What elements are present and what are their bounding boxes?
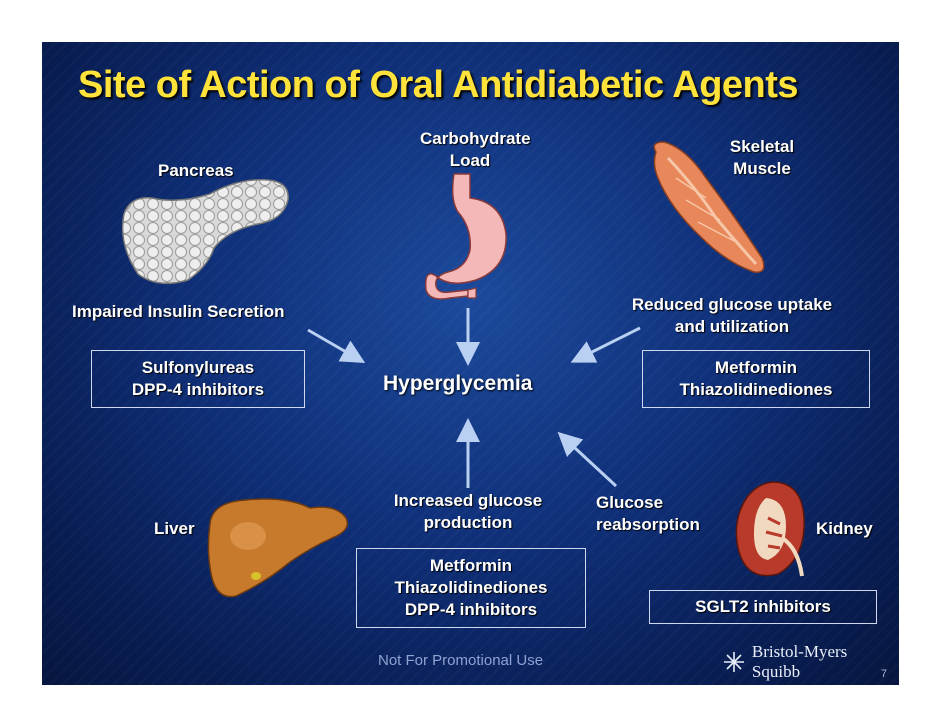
stomach-label-line-1: Carbohydrate — [420, 129, 531, 148]
stomach-image — [424, 173, 507, 300]
company-logo: Bristol-Myers Squibb — [722, 642, 899, 682]
slide-title: Site of Action of Oral Antidiabetic Agen… — [78, 64, 799, 106]
footer-disclaimer: Not For Promotional Use — [378, 652, 544, 669]
muscle-drug-1: Metformin — [714, 358, 798, 377]
company-name: Bristol-Myers Squibb — [751, 642, 848, 681]
liver-drug-box: Metformin Thiazolidinediones DPP-4 inhib… — [356, 548, 586, 628]
arrow-kidney — [557, 431, 618, 488]
kidney-defect-line-1: Glucose — [596, 493, 664, 512]
muscle-drug-2: Thiazolidinediones — [679, 380, 833, 399]
muscle-drug-box: Metformin Thiazolidinediones — [642, 350, 870, 408]
page-number: 7 — [880, 668, 887, 680]
liver-label: Liver — [154, 519, 195, 538]
muscle-defect: Reduced glucose uptake and utilization — [620, 294, 844, 338]
muscle-label-line-2: Muscle — [733, 159, 791, 178]
muscle-image — [653, 141, 765, 273]
liver-defect-line-2: production — [423, 513, 513, 532]
arrows — [307, 308, 641, 488]
muscle-defect-line-1: Reduced glucose uptake — [631, 295, 833, 314]
liver-drug-1: Metformin — [429, 556, 513, 575]
liver-defect-line-1: Increased glucose — [393, 491, 543, 510]
muscle-label-line-1: Skeletal — [729, 137, 795, 156]
stomach-label-line-2: Load — [449, 151, 491, 170]
muscle-defect-line-2: and utilization — [674, 317, 790, 336]
liver-image — [207, 498, 349, 598]
arrow-muscle — [570, 326, 641, 363]
kidney-defect-line-2: reabsorption — [596, 515, 700, 534]
pancreas-image — [121, 179, 289, 285]
pancreas-drug-box: Sulfonylureas DPP-4 inhibitors — [91, 350, 305, 408]
liver-defect: Increased glucose production — [382, 490, 554, 534]
kidney-drug-box: SGLT2 inhibitors — [649, 590, 877, 624]
bms-logo-icon — [724, 652, 744, 672]
liver-drug-2: Thiazolidinediones — [394, 578, 548, 597]
hyperglycemia-label: Hyperglycemia — [383, 372, 533, 395]
muscle-label: Skeletal Muscle — [712, 136, 812, 180]
stomach-label: Carbohydrate Load — [420, 128, 531, 172]
kidney-defect: Glucose reabsorption — [596, 492, 700, 536]
liver-drug-3: DPP-4 inhibitors — [404, 600, 538, 619]
pancreas-drug-2: DPP-4 inhibitors — [131, 380, 265, 399]
arrow-pancreas — [307, 328, 366, 363]
kidney-drug-1: SGLT2 inhibitors — [695, 597, 831, 616]
pancreas-drug-1: Sulfonylureas — [141, 358, 255, 377]
kidney-label: Kidney — [816, 519, 873, 538]
kidney-image — [735, 481, 805, 577]
pancreas-label: Pancreas — [158, 161, 234, 180]
slide: Site of Action of Oral Antidiabetic Agen… — [42, 42, 899, 685]
pancreas-defect: Impaired Insulin Secretion — [72, 302, 285, 321]
